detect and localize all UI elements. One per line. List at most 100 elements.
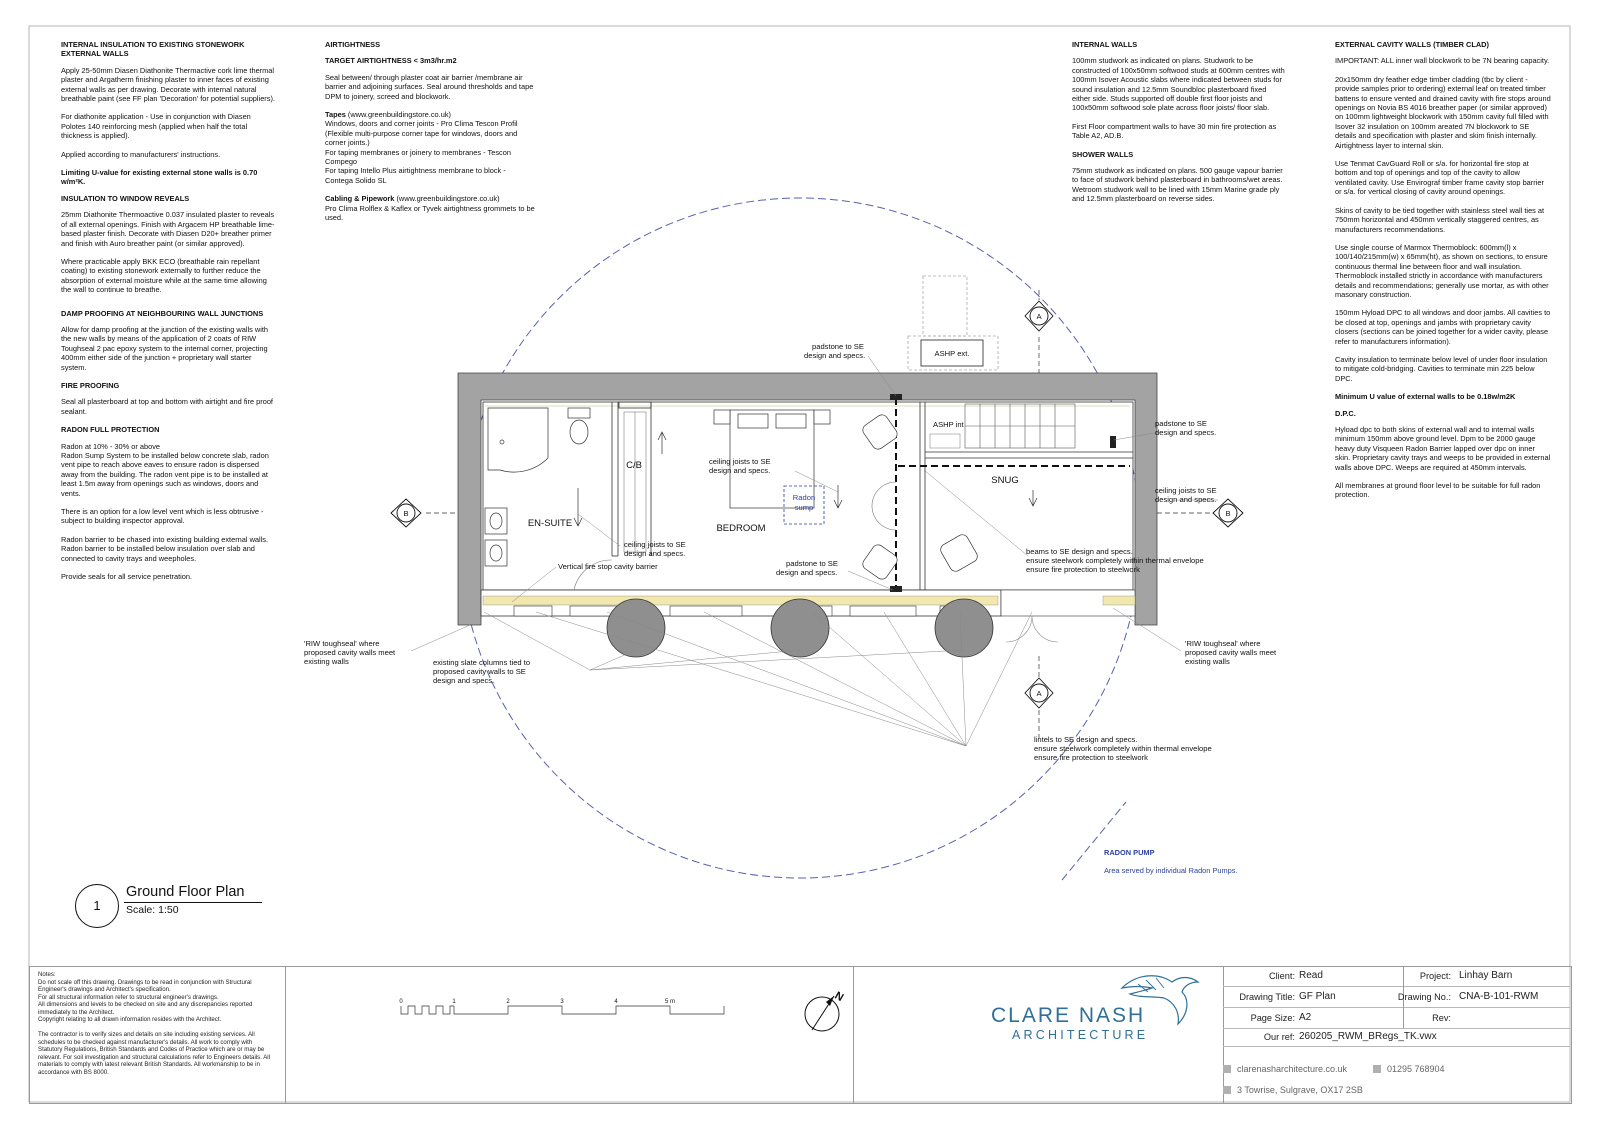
label-ceiling-joists-bed-2: design and specs. <box>709 466 770 475</box>
notes-column-insulation: INTERNAL INSULATION TO EXISTING STONEWOR… <box>61 40 275 590</box>
heading-cavity: EXTERNAL CAVITY WALLS (TIMBER CLAD) <box>1335 40 1489 49</box>
website-item: clarenasharchitecture.co.uk <box>1223 1064 1347 1074</box>
tb-row-line-4 <box>1223 1046 1570 1047</box>
ensuite-fixtures <box>484 407 591 567</box>
client-label: Client: <box>1268 971 1295 981</box>
label-ceiling-joists-snug-1: ceiling joists to SE <box>1155 486 1217 495</box>
scale-tick-3: 3 <box>560 999 564 1005</box>
text-window-reveals-2: Where practicable apply BKK ECO (breatha… <box>61 256 267 295</box>
label-slate-2: proposed cavity walls to SE <box>433 667 526 676</box>
page-size-label: Page Size: <box>1250 1013 1295 1023</box>
section-marker-a-top[interactable]: A <box>1024 290 1054 373</box>
title-block-divider-2 <box>853 967 854 1103</box>
ashp-clearance <box>907 335 999 371</box>
client-value: Read <box>1299 970 1323 981</box>
label-riw-left-3: existing walls <box>304 657 349 666</box>
radon-pump-title: RADON PUMP <box>1104 848 1155 857</box>
section-b-right-letter: B <box>1225 509 1230 518</box>
radon-sump-label-1: Radon <box>793 493 815 502</box>
label-slate-1: existing slate columns tied to <box>433 658 530 667</box>
website-bullet-icon <box>1223 1065 1231 1073</box>
plan-scale: Scale: 1:50 <box>126 904 179 916</box>
title-block-divider-1 <box>285 967 286 1103</box>
heading-window-reveals: INSULATION TO WINDOW REVEALS <box>61 193 190 203</box>
cupboard <box>623 411 647 553</box>
label-lintels-1: lintels to SE design and specs. <box>1034 735 1137 744</box>
scale-tick-5: 5 m <box>665 999 675 1005</box>
heading-internal-walls: INTERNAL WALLS <box>1072 40 1138 49</box>
section-b-left-letter: B <box>403 509 408 518</box>
text-cavity-3: Use Tenmat CavGuard Roll or s/a. for hor… <box>1335 159 1544 197</box>
scale-bar <box>400 1005 725 1015</box>
scale-tick-2: 2 <box>506 999 510 1005</box>
text-damp-1: Allow for damp proofing at the junction … <box>61 324 269 372</box>
radon-pump-description: Area served by individual Radon Pumps. <box>1104 866 1238 875</box>
label-riw-right-1: 'RIW toughseal' where <box>1185 639 1261 648</box>
cavity-insulation-east <box>1102 595 1136 606</box>
room-snug: SNUG <box>991 475 1018 486</box>
label-lintels-2: ensure steelwork completely within therm… <box>1034 744 1212 753</box>
heading-fire: FIRE PROOFING <box>61 380 120 390</box>
cavity-insulation <box>482 595 999 606</box>
text-fire-1: Seal all plasterboard at top and bottom … <box>61 397 273 416</box>
padstone-bottom <box>890 586 902 592</box>
heading-damp: DAMP PROOFING AT NEIGHBOURING WALL JUNCT… <box>61 308 264 318</box>
text-window-reveals-1: 25mm Diathonite Thermoactive 0.037 insul… <box>61 210 275 248</box>
ashp-outline <box>922 275 968 337</box>
label-beams-1: beams to SE design and specs. <box>1026 547 1133 556</box>
text-air-target: TARGET AIRTIGHTNESS < 3m3/hr.m2 <box>325 56 457 66</box>
slate-column-1 <box>606 598 666 658</box>
text-cavity-1: IMPORTANT: ALL inner wall blockwork to b… <box>1335 56 1550 66</box>
label-ceiling-joists-ens-2: design and specs. <box>624 549 685 558</box>
logo-text-architecture: ARCHITECTURE <box>1012 1028 1149 1042</box>
text-air-tapes: Tapes (www.greenbuildingstore.co.uk) Win… <box>325 110 535 185</box>
drawing-title-value: GF Plan <box>1299 991 1336 1002</box>
logo-text-clare-nash: CLARE NASH <box>991 1004 1146 1027</box>
heading-shower-walls: SHOWER WALLS <box>1072 149 1134 159</box>
label-padstone-top-2: design and specs. <box>804 351 865 360</box>
cabling-text: (www.greenbuildingstore.co.uk) Pro Clima… <box>325 194 535 223</box>
text-dpc-1: Hyload dpc to both skins of external wal… <box>1335 425 1551 472</box>
text-dpc-2: All membranes at ground floor level to b… <box>1335 481 1541 500</box>
radon-area-leader <box>1061 801 1127 881</box>
plan-number-bubble: 1 <box>75 884 119 928</box>
slate-column-3 <box>934 598 994 658</box>
title-block-divider-3 <box>1223 967 1224 1103</box>
label-riw-left-2: proposed cavity walls meet <box>304 648 396 657</box>
text-air-cabling: Cabling & Pipework (www.greenbuildingsto… <box>325 194 535 222</box>
section-marker-b-right[interactable]: B <box>1157 498 1244 528</box>
label-ceiling-joists-ens-1: ceiling joists to SE <box>624 540 686 549</box>
joist-direction-arrows <box>573 431 1038 527</box>
padstone-east <box>1110 436 1116 448</box>
text-cavity-5: Use single course of Marmox Thermoblock:… <box>1335 242 1549 299</box>
text-internal-insulation-4: Limiting U-value for existing external s… <box>61 168 258 187</box>
heron-logo-icon <box>1120 975 1200 1026</box>
internal-doors <box>573 481 897 591</box>
section-marker-b-left[interactable]: B <box>390 498 458 528</box>
phone-item: 01295 768904 <box>1373 1064 1445 1074</box>
text-cavity-8: Minimum U value of external walls to be … <box>1335 392 1516 402</box>
phone-bullet-icon <box>1373 1065 1381 1073</box>
cabling-label: Cabling & Pipework <box>325 194 395 204</box>
phone-text: 01295 768904 <box>1387 1064 1445 1074</box>
staircase <box>964 403 1076 449</box>
existing-stone-walls <box>457 372 1158 626</box>
annotation-leaders <box>410 355 1218 747</box>
text-radon-2: There is an option for a low level vent … <box>61 507 264 526</box>
heading-airtightness: AIRTIGHTNESS <box>325 40 381 49</box>
tapes-label: Tapes <box>325 110 346 120</box>
tb-row-line-1 <box>1223 986 1570 987</box>
radon-sump-label-2: sump <box>795 503 814 512</box>
drawing-title-label: Drawing Title: <box>1239 992 1295 1002</box>
section-marker-a-bottom[interactable]: A <box>1024 656 1054 738</box>
project-value: Linhay Barn <box>1459 970 1513 981</box>
tb-row-line-2 <box>1223 1007 1570 1008</box>
text-shower-walls-1: 75mm studwork as indicated on plans. 500… <box>1072 166 1283 204</box>
ashp-ext-box <box>920 339 984 367</box>
text-radon-3: Radon barrier to be chased into existing… <box>61 534 269 563</box>
tapes-text: (www.greenbuildingstore.co.uk) Windows, … <box>325 110 518 185</box>
heading-radon: RADON FULL PROTECTION <box>61 425 160 435</box>
rev-label: Rev: <box>1432 1013 1451 1023</box>
address-bullet-icon <box>1223 1086 1231 1094</box>
